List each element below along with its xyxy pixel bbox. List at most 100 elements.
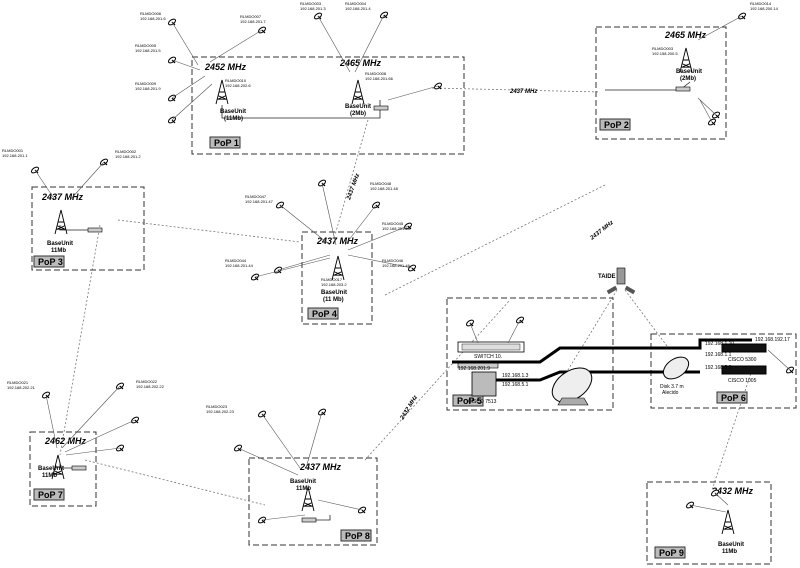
svg-text:TAIDE: TAIDE	[598, 274, 616, 280]
client-c10-ip: 192.168.201.2	[115, 154, 141, 159]
svg-text:192.168.5.1: 192.168.5.1	[502, 382, 529, 388]
pop9-freq: 2432 MHz	[711, 486, 754, 496]
pop9-bu: BaseUnit	[718, 542, 744, 548]
svg-text:PoP 1: PoP 1	[214, 138, 239, 148]
spoke-line	[689, 504, 727, 513]
tower-icon	[331, 255, 345, 281]
svg-text:192.168.192.17: 192.168.192.17	[755, 337, 790, 343]
svg-text:PoP 7: PoP 7	[38, 490, 63, 500]
pop1-ip2: 192.168.201.66	[365, 76, 394, 81]
pop5-label: PoP 5	[452, 394, 484, 407]
pop8-bu-speed: 11Mb	[296, 486, 311, 492]
client-c3: RLMDO003	[300, 1, 322, 6]
client-c14: RLMDO045	[382, 221, 404, 226]
spoke-line	[279, 204, 331, 246]
client-c4-ip: 192.168.201.4	[345, 6, 371, 11]
svg-text:PoP 5: PoP 5	[457, 396, 482, 406]
client-c12-ip: 192.168.201.48	[370, 186, 399, 191]
towers	[51, 47, 735, 535]
pop8-freq: 2437 MHz	[299, 462, 342, 472]
spoke-line	[65, 447, 121, 456]
pop3-bu-speed: 11Mb	[51, 248, 66, 254]
pop4-bu-speed: (11 Mb)	[323, 297, 344, 303]
pop2-box	[595, 26, 727, 140]
pop1-ip: 192.168.202.6	[225, 83, 251, 88]
client-c14-ip: 192.168.201.45	[382, 226, 411, 231]
spoke-line	[261, 413, 301, 469]
svg-text:Disk 3.7 m: Disk 3.7 m	[660, 384, 684, 390]
client-c2: RLMDO007	[240, 14, 262, 19]
pop9-label: PoP 9	[654, 546, 686, 559]
pop5-equipment: SWITCH 10. 192.168.201.9 CISCO 7513 192.…	[457, 341, 529, 405]
spoke-line	[277, 254, 331, 271]
pop4-name: RLMDO017	[321, 277, 343, 282]
spoke-line	[469, 322, 479, 344]
links	[59, 87, 753, 506]
pop3-box	[31, 186, 145, 271]
pop1-bu2-speed: (2Mb)	[350, 111, 366, 117]
client-c5: RLMDO005	[135, 43, 157, 48]
link-label-pop4-pop2: 2437 MHz	[589, 220, 615, 242]
spoke-line	[69, 161, 105, 201]
tower-icon	[301, 486, 315, 512]
pop5-dish	[551, 367, 593, 406]
client-c16-ip: 192.168.202.21	[7, 385, 36, 390]
spoke-line	[237, 447, 299, 476]
pop1-freq-b: 2465 MHz	[339, 58, 382, 68]
pop5-box	[446, 297, 614, 411]
spoke-line	[305, 411, 323, 469]
spoke-line	[171, 75, 206, 99]
client-c5-ip: 192.168.201.5	[135, 48, 161, 53]
spoke-line	[254, 257, 331, 278]
client-c15: RLMDO046	[382, 258, 404, 263]
pop4-ip: 192.168.203.2	[321, 282, 347, 287]
spoke-line	[171, 83, 213, 121]
svg-text:192.168.1.3: 192.168.1.3	[502, 373, 529, 379]
client-c4: RLMDO004	[345, 1, 367, 6]
svg-text:PoP 4: PoP 4	[312, 309, 337, 319]
client-c1-ip: 192.168.201.6	[140, 16, 166, 21]
client-c1: RLMDO006	[140, 11, 162, 16]
spoke-line	[209, 29, 263, 63]
pop3-label: PoP 3	[33, 255, 65, 268]
pop7-bu: BaseUnit	[38, 466, 64, 472]
spoke-line	[354, 14, 385, 73]
pop1-bu: BaseUnit	[220, 109, 246, 115]
tower-icon	[721, 509, 735, 535]
svg-text:PoP 3: PoP 3	[38, 257, 63, 267]
client-c3-ip: 192.168.201.3	[300, 6, 326, 11]
pop9-bu-speed: 11Mb	[722, 549, 737, 555]
spoke-line	[317, 499, 363, 511]
client-c12: RLMDO048	[370, 181, 392, 186]
pop8-box	[248, 457, 378, 546]
svg-text:PoP 6: PoP 6	[721, 393, 746, 403]
svg-text:192.168.201.9: 192.168.201.9	[458, 366, 490, 372]
client-c18: RLMDO023	[206, 404, 228, 409]
client-c18-ip: 192.168.202.23	[206, 409, 235, 414]
client-antenna-icon	[250, 273, 260, 281]
tower-icon	[351, 79, 365, 105]
link-label-pop1-pop2: 2437 MHz	[509, 89, 537, 95]
pop1-bu2: BaseUnit	[345, 104, 371, 110]
pop7-box	[29, 431, 97, 507]
spoke-line	[61, 385, 121, 449]
link-label-pop1-pop4: 2437 MHz	[346, 173, 361, 202]
link-label-pop5-pop8: 2432 MHz	[399, 395, 419, 422]
client-c10: RLMDO002	[115, 149, 137, 154]
tower-icon	[215, 79, 229, 105]
client-antenna-icon	[41, 391, 51, 399]
pop1-freq-a: 2452 MHz	[204, 62, 247, 72]
spoke-line	[697, 97, 717, 116]
pop1-bu-speed: (11Mb)	[224, 116, 243, 122]
pop2-name: RLMDO003	[652, 46, 674, 51]
svg-text:PoP 9: PoP 9	[659, 548, 684, 558]
client-c9: RLMDO001	[2, 148, 24, 153]
pop3-freq: 2437 MHz	[41, 192, 84, 202]
spoke-line	[45, 394, 58, 449]
client-c13-ip: 192.168.201.44	[225, 263, 254, 268]
pop8-label: PoP 8	[340, 529, 372, 542]
client-c17-ip: 192.168.202.22	[136, 384, 165, 389]
pop1-box	[191, 56, 465, 155]
spoke-line	[344, 204, 377, 246]
